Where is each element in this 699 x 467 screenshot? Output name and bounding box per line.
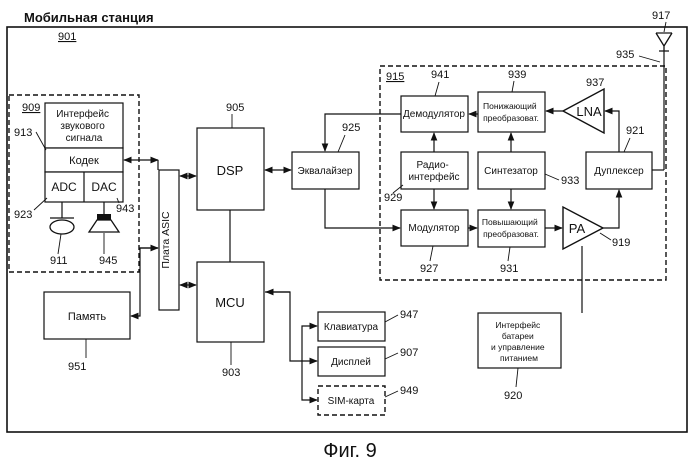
demodulator-label: Демодулятор — [403, 109, 465, 120]
lead-939 — [512, 81, 514, 92]
ref-923: 923 — [14, 209, 32, 221]
sim-card-label: SIM-карта — [328, 396, 375, 407]
ref-903: 903 — [222, 367, 240, 379]
ref-925: 925 — [342, 122, 360, 134]
wire-asic-memory — [131, 248, 158, 316]
lead-921 — [624, 138, 630, 152]
ref-929: 929 — [384, 192, 402, 204]
display-label: Дисплей — [331, 357, 371, 368]
ref-917: 917 — [652, 10, 670, 22]
ref-907: 907 — [400, 347, 418, 359]
asic-board-label: Плата ASIC — [160, 211, 172, 269]
speaker-cone — [89, 220, 119, 232]
lna-label: LNA — [576, 104, 602, 119]
ref-933: 933 — [561, 175, 579, 187]
ref-911: 911 — [50, 255, 68, 267]
ref-947: 947 — [400, 309, 418, 321]
ref-920: 920 — [504, 390, 522, 402]
ref-945: 945 — [99, 255, 117, 267]
ref-941: 941 — [431, 69, 449, 81]
ref-943: 943 — [116, 203, 134, 215]
speaker-icon — [97, 214, 111, 220]
lead-947 — [385, 315, 398, 322]
equalizer-label: Эквалайзер — [298, 166, 353, 177]
ref-935: 935 — [616, 49, 634, 61]
lead-919 — [600, 233, 611, 240]
lead-931 — [508, 247, 510, 261]
lead-933 — [545, 174, 559, 180]
wire-duplexer-lna — [605, 111, 619, 152]
ref-949: 949 — [400, 385, 418, 397]
ref-913: 913 — [14, 127, 32, 139]
downconverter-block — [478, 92, 545, 132]
lead-927 — [430, 246, 433, 261]
ref-927: 927 — [420, 263, 438, 275]
antenna-icon — [656, 33, 672, 51]
lead-949 — [385, 391, 398, 397]
ref-921: 921 — [626, 125, 644, 137]
lead-911 — [58, 234, 61, 254]
ref-915: 915 — [386, 71, 404, 83]
ref-951: 951 — [68, 361, 86, 373]
lead-920 — [516, 368, 518, 387]
ref-905: 905 — [226, 102, 244, 114]
lead-925 — [338, 135, 345, 152]
lead-935 — [639, 56, 660, 62]
wire-mcu-keyboard — [302, 326, 317, 361]
mcu-label: MCU — [215, 295, 245, 310]
modulator-label: Модулятор — [408, 223, 460, 234]
ref-937: 937 — [586, 77, 604, 89]
dac-label: DAC — [91, 180, 117, 194]
lead-923 — [34, 198, 47, 210]
dsp-label: DSP — [217, 163, 244, 178]
wire-demodulator-equalizer — [325, 114, 401, 151]
duplexer-label: Дуплексер — [594, 166, 644, 177]
keyboard-label: Клавиатура — [324, 322, 379, 333]
synthesizer-label: Синтезатор — [484, 166, 538, 177]
ref-919: 919 — [612, 237, 630, 249]
wire-pa-duplexer — [603, 190, 619, 228]
diagram-title: Мобильная станция — [24, 10, 154, 25]
ref-901: 901 — [58, 31, 76, 43]
codec-label: Кодек — [69, 155, 99, 167]
memory-label: Память — [68, 311, 107, 323]
pa-label: PA — [569, 221, 586, 236]
ref-939: 939 — [508, 69, 526, 81]
ref-909: 909 — [22, 102, 40, 114]
ref-931: 931 — [500, 263, 518, 275]
lead-907 — [385, 353, 398, 359]
microphone-icon — [50, 220, 74, 234]
adc-label: ADC — [51, 180, 77, 194]
wire-mcu-sim — [302, 361, 317, 400]
figure-caption: Фиг. 9 — [323, 440, 376, 462]
lead-941 — [435, 82, 439, 96]
